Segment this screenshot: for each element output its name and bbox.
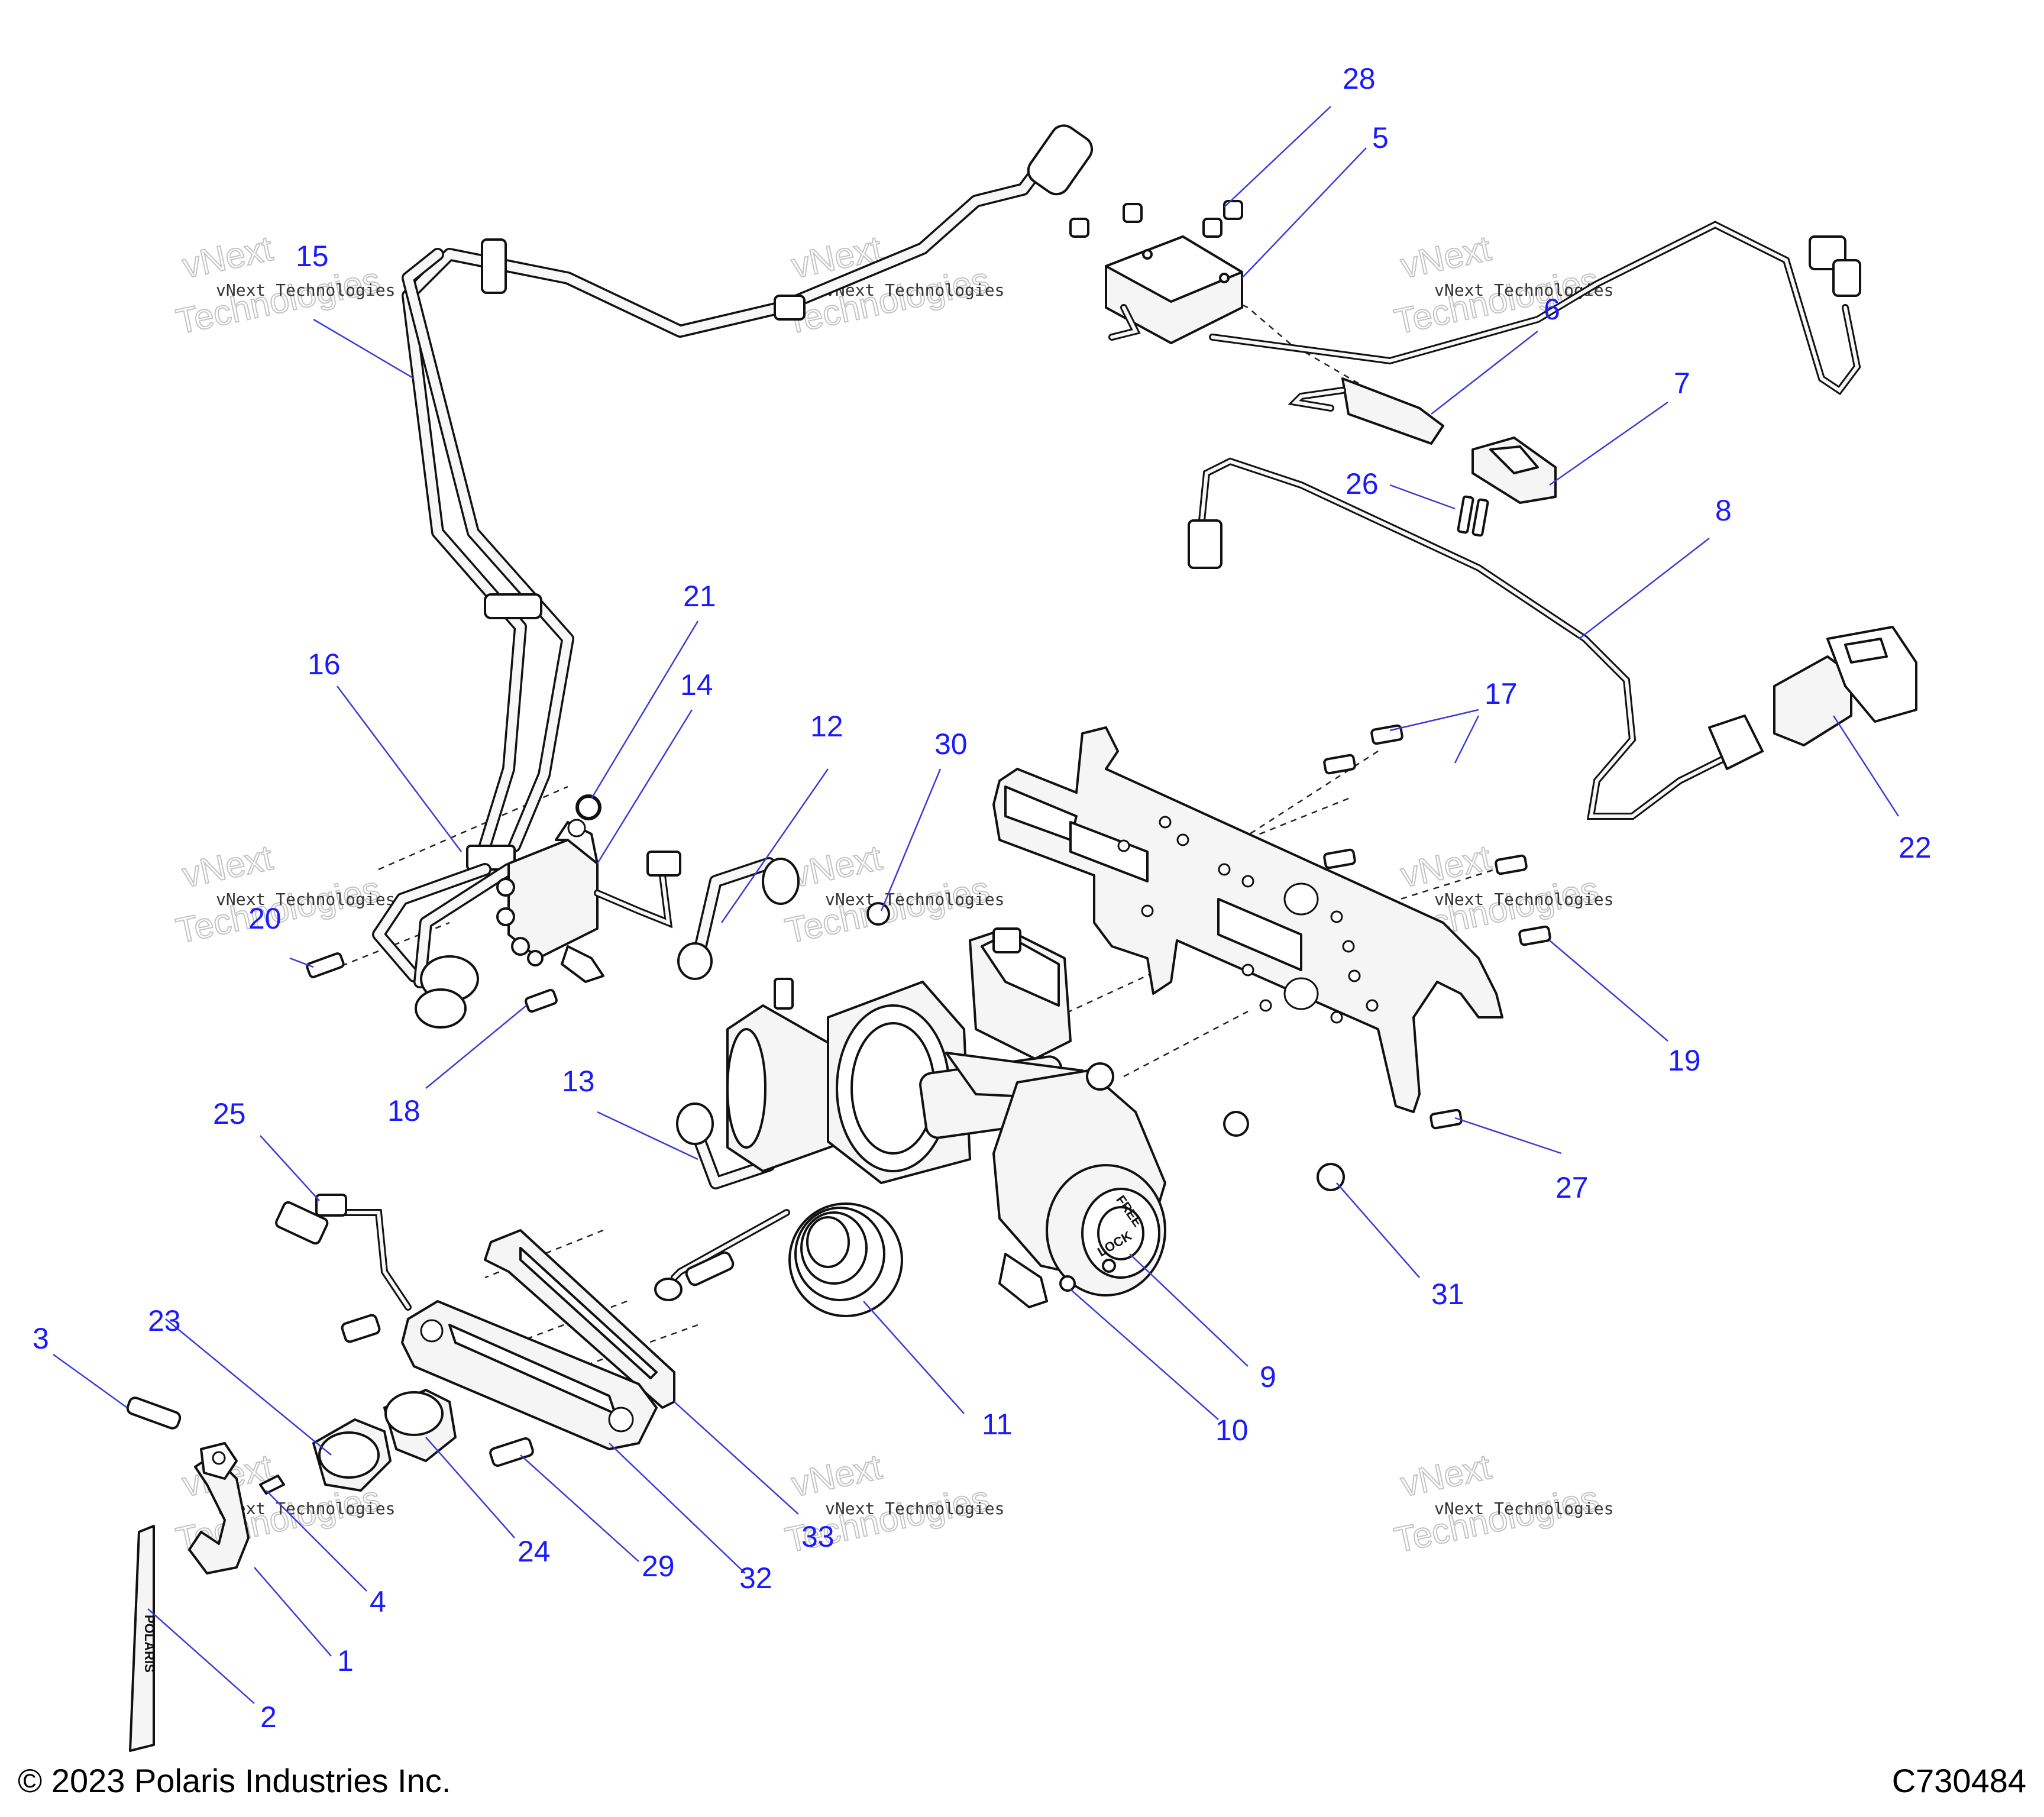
watermark-vnext: vNext bbox=[1398, 228, 1495, 286]
watermark-text: vNext Technologies bbox=[216, 1499, 395, 1518]
watermark-text: vNext Technologies bbox=[1434, 890, 1613, 909]
remote-extension-harness bbox=[1188, 457, 1764, 820]
winch-motor-assembly: FREE LOCK bbox=[726, 978, 1166, 1308]
callout-22: 22 bbox=[1899, 831, 1932, 864]
winch-power-cable bbox=[677, 857, 800, 980]
winch-harness-connector bbox=[275, 1194, 412, 1311]
callout-20: 20 bbox=[248, 902, 282, 935]
callout-7: 7 bbox=[1674, 367, 1690, 400]
callout-32: 32 bbox=[739, 1561, 772, 1595]
watermark-text: vNext Technologies bbox=[1434, 1499, 1613, 1518]
watermark-text: vNext Technologies bbox=[216, 890, 395, 909]
alignment-lines bbox=[331, 271, 1515, 1379]
remote-screws bbox=[1457, 495, 1489, 537]
fasteners bbox=[306, 724, 1551, 1467]
callout-19: 19 bbox=[1668, 1044, 1701, 1077]
callout-2: 2 bbox=[260, 1700, 277, 1734]
watermark-text: vNext Technologies bbox=[825, 890, 1004, 909]
remote-receiver-box bbox=[1069, 200, 1861, 396]
callout-9: 9 bbox=[1260, 1360, 1276, 1394]
callout-8: 8 bbox=[1715, 494, 1732, 527]
winch-mounting-plate bbox=[992, 726, 1503, 1113]
watermark-vnext: vNext bbox=[1398, 1447, 1495, 1504]
winch-hook bbox=[188, 1442, 250, 1574]
rope-stopper-24 bbox=[383, 1389, 457, 1462]
remote-cover bbox=[1471, 437, 1557, 504]
watermark-text: vNext Technologies bbox=[216, 280, 395, 300]
watermark-text: vNext Technologies bbox=[825, 1499, 1004, 1518]
clevis-pin bbox=[126, 1396, 182, 1430]
callout-17: 17 bbox=[1485, 677, 1518, 710]
battery-cable-harness bbox=[372, 124, 1094, 1029]
winch-control-module bbox=[969, 927, 1072, 1060]
callout-26: 26 bbox=[1346, 467, 1379, 500]
callout-11: 11 bbox=[982, 1408, 1013, 1441]
callout-31: 31 bbox=[1431, 1278, 1464, 1311]
callout-14: 14 bbox=[680, 668, 713, 701]
watermark-vnext: vNext bbox=[1398, 838, 1495, 895]
hook-stopper bbox=[312, 1418, 392, 1492]
watermark-vnext: vNext bbox=[788, 838, 885, 895]
hook-strap: POLARIS bbox=[129, 1525, 157, 1752]
watermark-vnext: vNext bbox=[179, 228, 276, 286]
watermark-vnext: vNext bbox=[788, 1447, 885, 1504]
spacer-4 bbox=[259, 1475, 285, 1495]
polaris-strap-logo: POLARIS bbox=[142, 1615, 157, 1673]
callout-33: 33 bbox=[801, 1520, 835, 1553]
callout-15: 15 bbox=[296, 240, 329, 273]
callout-28: 28 bbox=[1343, 62, 1376, 95]
synthetic-rope-coil bbox=[654, 1202, 903, 1317]
callout-12: 12 bbox=[810, 710, 843, 743]
callout-3: 3 bbox=[33, 1322, 49, 1355]
callout-4: 4 bbox=[370, 1585, 386, 1618]
callout-5: 5 bbox=[1372, 121, 1389, 154]
callout-6: 6 bbox=[1544, 293, 1560, 326]
figure-code: C730484 bbox=[1891, 1762, 2026, 1799]
hawse-fairlead bbox=[401, 1300, 658, 1450]
callout-1: 1 bbox=[337, 1644, 354, 1677]
fairlead-mount-plate bbox=[484, 1229, 675, 1409]
callout-30: 30 bbox=[934, 728, 968, 761]
callout-25: 25 bbox=[213, 1097, 246, 1130]
callout-16: 16 bbox=[308, 648, 341, 681]
watermark-vnext: vNext bbox=[179, 838, 276, 895]
callout-21: 21 bbox=[683, 580, 716, 613]
callout-10: 10 bbox=[1215, 1414, 1249, 1447]
callout-labels: 1 2 3 4 5 6 7 8 9 10 11 12 13 14 15 16 1… bbox=[33, 62, 1932, 1734]
callout-23: 23 bbox=[148, 1304, 181, 1337]
wireless-remote-key bbox=[1288, 377, 1444, 445]
copyright-notice: © 2023 Polaris Industries Inc. bbox=[18, 1762, 451, 1799]
callout-29: 29 bbox=[642, 1550, 675, 1583]
callout-27: 27 bbox=[1555, 1171, 1589, 1204]
harness-connector-22 bbox=[1773, 626, 1917, 746]
callout-13: 13 bbox=[562, 1065, 595, 1098]
leader-lines bbox=[53, 106, 1900, 1704]
callout-18: 18 bbox=[387, 1094, 421, 1127]
callout-24: 24 bbox=[518, 1535, 551, 1568]
